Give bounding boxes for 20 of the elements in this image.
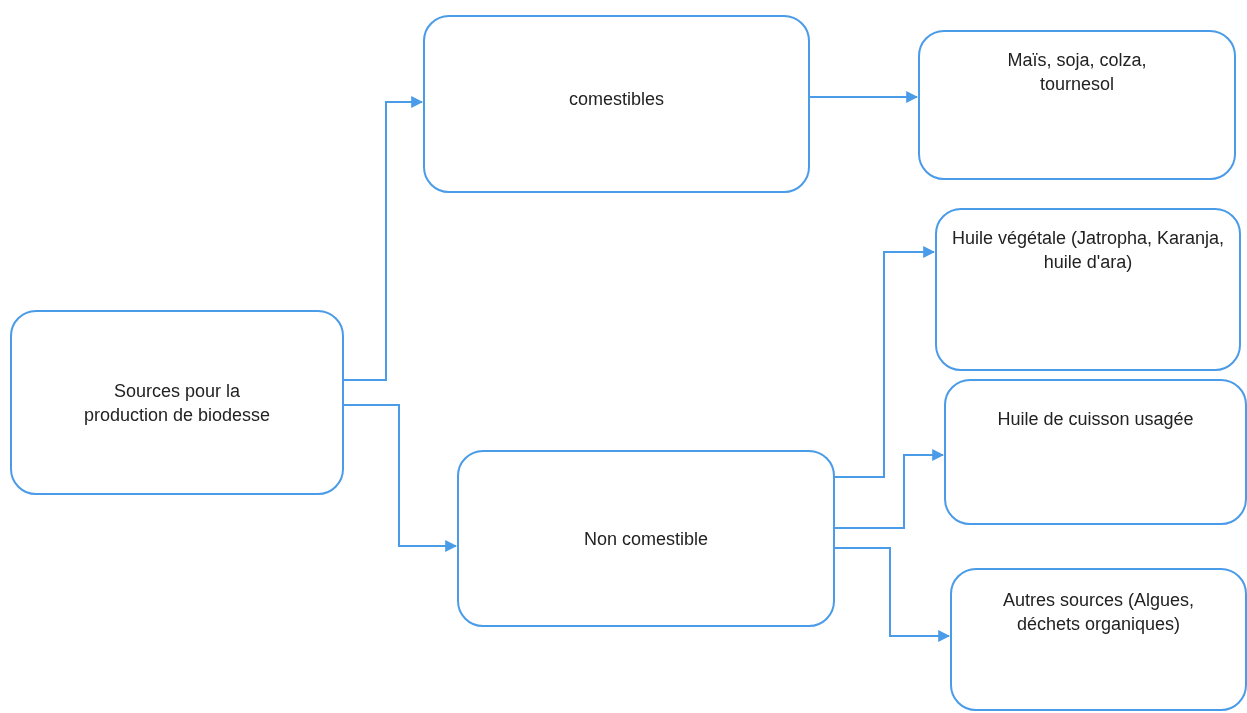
box-label: Huile végétale (Jatropha, Karanja, huile d'ara) — [951, 227, 1225, 274]
process-box — [950, 568, 1247, 711]
arrow — [809, 91, 919, 103]
process-box — [935, 208, 1241, 371]
process-box — [10, 310, 344, 495]
box-label: Autres sources (Algues, déchets organiques) — [1001, 589, 1196, 636]
process-box — [918, 30, 1236, 180]
box-label: Non comestible — [583, 527, 709, 551]
process-box — [423, 15, 810, 193]
arrow — [834, 449, 945, 529]
process-box — [457, 450, 835, 627]
arrow — [834, 547, 951, 642]
arrow — [343, 96, 424, 381]
process-box — [944, 379, 1247, 525]
box-label: Sources pour la production de biodesse — [82, 379, 272, 427]
box-label: Maïs, soja, colza, tournesol — [1006, 49, 1148, 96]
box-label: comestibles — [568, 88, 664, 111]
arrow — [834, 246, 936, 478]
box-label: Huile de cuisson usagée — [997, 408, 1194, 431]
arrow — [343, 404, 458, 552]
